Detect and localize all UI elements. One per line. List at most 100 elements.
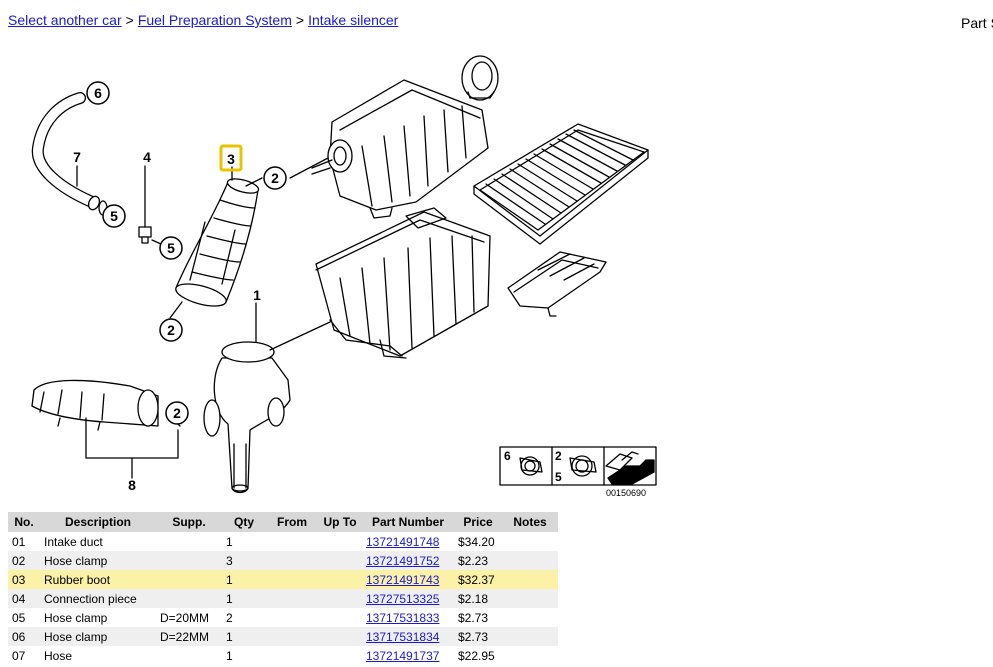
row-part-number-cell: 13721491752: [362, 551, 454, 570]
row-supp: [156, 570, 222, 589]
row-qty: 1: [222, 589, 266, 608]
breadcrumb: Select another car>Fuel Preparation Syst…: [8, 12, 398, 28]
row-part-number-cell: 13727513325: [362, 589, 454, 608]
air-filter-element: [473, 123, 649, 245]
row-from: [266, 570, 318, 589]
row-supp: [156, 551, 222, 570]
table-row-selected[interactable]: 03 Rubber boot 1 13721491743 $32.37: [8, 570, 558, 589]
part-number-link[interactable]: 13721491743: [366, 572, 440, 587]
part-number-link[interactable]: 13721491752: [366, 553, 440, 568]
callout-5[interactable]: 5: [110, 208, 118, 224]
row-number: 03: [8, 570, 40, 589]
table-row[interactable]: 04 Connection piece 1 13727513325 $2.18: [8, 589, 558, 608]
row-price: $34.20: [458, 534, 495, 549]
callout-2[interactable]: 2: [271, 170, 279, 186]
part-number-link[interactable]: 13717531834: [366, 629, 440, 644]
callout-2[interactable]: 2: [173, 405, 181, 421]
parts-table-header: No. Description Supp. Qty From Up To Par…: [8, 512, 558, 532]
callout-3[interactable]: 3: [227, 151, 235, 167]
clamp-legend: [499, 446, 657, 486]
row-from: [266, 532, 318, 551]
table-row[interactable]: 02 Hose clamp 3 13721491752 $2.23: [8, 551, 558, 570]
row-supp: [156, 589, 222, 608]
table-row[interactable]: 01 Intake duct 1 13721491748 $34.20: [8, 532, 558, 551]
breadcrumb-separator: >: [125, 12, 134, 28]
row-qty: 2: [226, 610, 233, 625]
row-number: 05: [12, 610, 26, 625]
row-up-to: [318, 551, 362, 570]
intake-duct-part-1: [203, 341, 291, 494]
connection-piece-part-4: [138, 165, 152, 244]
row-qty: 1: [226, 534, 233, 549]
table-row[interactable]: 07 Hose 1 13721491737 $22.95: [8, 646, 558, 665]
row-from: [266, 608, 318, 627]
legend-label-5: 5: [555, 470, 562, 484]
intake-seal-ring: [461, 55, 499, 101]
filter-housing-lower: [315, 207, 491, 359]
row-supp: [156, 532, 222, 551]
legend-label-2: 2: [555, 449, 562, 463]
column-header-from: From: [266, 512, 318, 532]
row-qty: 1: [226, 648, 233, 663]
row-part-number-cell: 13721491748: [362, 532, 454, 551]
row-number: 01: [12, 534, 26, 549]
table-row[interactable]: 06 Hose clamp D=22MM 1 13717531834 $2.73: [8, 627, 558, 646]
breadcrumb-link-select-car[interactable]: Select another car: [8, 12, 122, 28]
row-qty: 1: [222, 627, 266, 646]
filter-housing-upper: [311, 79, 489, 219]
row-number: 07: [12, 648, 26, 663]
selected-part-highlight: [219, 144, 243, 172]
column-header-qty: Qty: [222, 512, 266, 532]
part-search-label: Part S: [961, 15, 993, 31]
row-description: Hose clamp: [44, 610, 108, 625]
row-part-number-cell: 13721491743: [362, 570, 454, 589]
filter-cover-piece: [507, 251, 607, 317]
row-price: $32.37: [454, 570, 502, 589]
row-up-to: [318, 608, 362, 627]
column-header-no: No.: [8, 512, 40, 532]
breadcrumb-link-fuel-preparation[interactable]: Fuel Preparation System: [137, 12, 292, 28]
part-number-link[interactable]: 13721491737: [366, 648, 440, 663]
row-from: [266, 627, 318, 646]
column-header-price: Price: [454, 512, 502, 532]
row-description: Rubber boot: [40, 570, 156, 589]
part-number-link[interactable]: 13721491748: [366, 534, 440, 549]
callout-7[interactable]: 7: [73, 149, 81, 165]
callout-2[interactable]: 2: [167, 322, 175, 338]
row-price: $2.23: [454, 551, 502, 570]
row-description: Intake duct: [44, 534, 103, 549]
row-number: 02: [8, 551, 40, 570]
row-qty: 3: [222, 551, 266, 570]
air-guide-part-8: [31, 379, 159, 431]
parts-diagram: 6 7 4 3 2 5 5 1 2 2 8 6 2 5 00150690: [31, 55, 657, 498]
breadcrumb-link-intake-silencer[interactable]: Intake silencer: [308, 12, 399, 28]
legend-label-6: 6: [504, 449, 511, 463]
row-description: Connection piece: [40, 589, 156, 608]
row-from: [266, 589, 318, 608]
row-price: $2.73: [454, 627, 502, 646]
row-notes: [502, 551, 558, 570]
callout-4[interactable]: 4: [143, 149, 151, 165]
diagram-image-code: 00150690: [606, 488, 646, 498]
breadcrumb-separator: >: [295, 12, 305, 28]
row-number: 04: [8, 589, 40, 608]
table-row[interactable]: 05 Hose clamp D=20MM 2 13717531833 $2.73: [8, 608, 558, 627]
callout-1[interactable]: 1: [253, 287, 261, 303]
callout-6[interactable]: 6: [94, 85, 102, 101]
row-qty: 1: [222, 570, 266, 589]
row-from: [266, 646, 318, 665]
row-description: Hose: [44, 648, 73, 663]
column-header-part-number: Part Number: [362, 512, 454, 532]
column-header-supp: Supp.: [156, 512, 222, 532]
callout-5[interactable]: 5: [167, 240, 175, 256]
row-up-to: [318, 627, 362, 646]
part-number-link[interactable]: 13727513325: [366, 591, 440, 606]
column-header-description: Description: [40, 512, 156, 532]
callout-8[interactable]: 8: [128, 477, 136, 493]
parts-table: No. Description Supp. Qty From Up To Par…: [8, 512, 558, 665]
part-number-link[interactable]: 13717531833: [366, 610, 440, 625]
row-up-to: [318, 646, 362, 665]
row-number: 06: [8, 627, 40, 646]
row-notes: [502, 646, 558, 665]
row-supp: [156, 646, 222, 665]
